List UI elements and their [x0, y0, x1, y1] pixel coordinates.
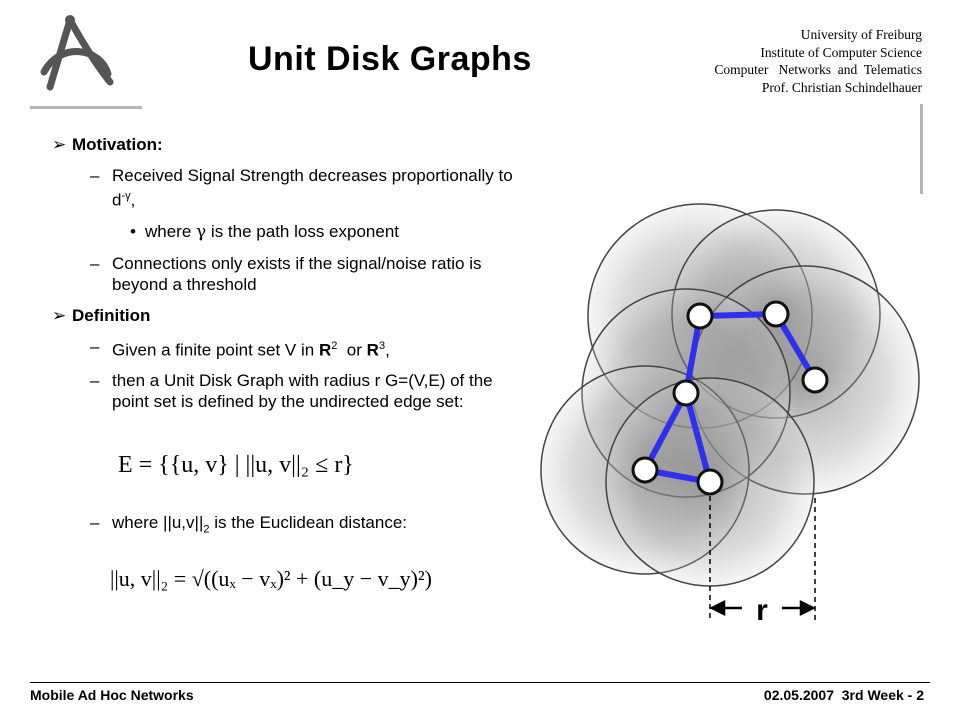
dash-bullet: –: [90, 513, 100, 532]
edge: [683, 390, 713, 485]
footer-date-week: 02.05.2007 3rd Week - 2: [763, 687, 924, 703]
graph-node: [696, 468, 724, 496]
def-item-3-a: where ||u,v||: [112, 513, 204, 532]
motivation-item-1: – Received Signal Strength decreases pro…: [52, 165, 522, 211]
edge-set-equation: E = {{u, v} | ||u, v||₂ ≤ r}: [118, 452, 354, 478]
slide-content: ➢ Motivation: – Received Signal Strength…: [52, 134, 522, 422]
dash-bullet: –: [90, 253, 100, 273]
logo-arc: [40, 48, 112, 78]
radius-label: r: [756, 594, 768, 627]
dash-bullet: –: [90, 371, 100, 391]
dash-bullet: –: [90, 166, 100, 185]
graph-node: [631, 456, 659, 484]
motivation-item-2: – Connections only exists if the signal/…: [52, 253, 522, 295]
university-logo: [40, 15, 114, 91]
unit-disk-graph-diagram: r: [540, 203, 920, 627]
euclidean-distance-equation: ||u, v||₂ = √((uₓ − vₓ)² + (u_y − v_y)²): [110, 566, 432, 591]
motivation-item-2-text: Connections only exists if the signal/no…: [112, 253, 482, 294]
footer-rule: [30, 682, 930, 683]
motivation-item-1-tail: ,: [130, 190, 136, 210]
def-item-3-b: is the Euclidean distance:: [209, 513, 408, 532]
definition-heading: Definition: [72, 305, 151, 325]
institution-block: University of Freiburg Institute of Comp…: [714, 26, 922, 96]
graph-node: [801, 366, 829, 394]
graph-node: [672, 379, 700, 407]
institution-line-2: Institute of Computer Science: [760, 44, 922, 60]
definition-item-2-text: then a Unit Disk Graph with radius r G=(…: [112, 371, 493, 412]
def-item-1-end: ,: [385, 340, 390, 360]
exponent-2: 2: [331, 339, 338, 352]
bullet-definition: ➢ Definition: [52, 305, 522, 326]
real-set-symbol: R: [318, 340, 332, 360]
definition-item-3: – where ||u,v||2 is the Euclidean distan…: [52, 512, 582, 540]
exponent: -γ: [121, 190, 131, 202]
subitem-pre: where: [145, 221, 197, 241]
arrow-bullet-icon: ➢: [52, 135, 67, 154]
definition-item-1: – Given a finite point set V in R2 or R3…: [52, 336, 522, 361]
motivation-heading: Motivation:: [72, 135, 163, 154]
graph-node: [762, 300, 790, 328]
gamma-symbol: γ: [196, 221, 207, 242]
subscript-2: 2: [203, 523, 210, 536]
institution-line-3: Computer Networks and Telematics: [714, 62, 922, 77]
arrowhead-left: [709, 599, 726, 617]
footer-course: Mobile Ad Hoc Networks: [30, 687, 194, 703]
institution-line-4: Prof. Christian Schindelhauer: [761, 79, 922, 95]
definition-item-2: – then a Unit Disk Graph with radius r G…: [52, 370, 522, 412]
logo-underline: [30, 106, 142, 109]
institution-line-1: University of Freiburg: [800, 27, 922, 42]
def-item-1-a: Given a finite point set V in: [112, 340, 319, 360]
graph-node: [686, 302, 714, 330]
slide-title: Unit Disk Graphs: [248, 40, 532, 78]
arrowhead-right: [799, 599, 816, 617]
real-set-symbol: R: [366, 340, 379, 360]
dash-bullet: –: [90, 336, 100, 356]
dot-bullet: •: [130, 221, 136, 241]
motivation-item-1-text: Received Signal Strength decreases propo…: [112, 166, 513, 210]
exponent-3: 3: [378, 339, 386, 352]
edge: [642, 390, 689, 473]
arrow-bullet-icon: ➢: [52, 305, 67, 325]
logo-apex: [65, 15, 75, 25]
bullet-motivation: ➢ Motivation:: [52, 134, 522, 155]
subitem-post: is the path loss exponent: [206, 221, 399, 241]
vertical-rule: [920, 104, 923, 194]
motivation-subitem: • where γ is the path loss exponent: [52, 221, 522, 243]
def-item-1-mid: or: [337, 340, 367, 360]
